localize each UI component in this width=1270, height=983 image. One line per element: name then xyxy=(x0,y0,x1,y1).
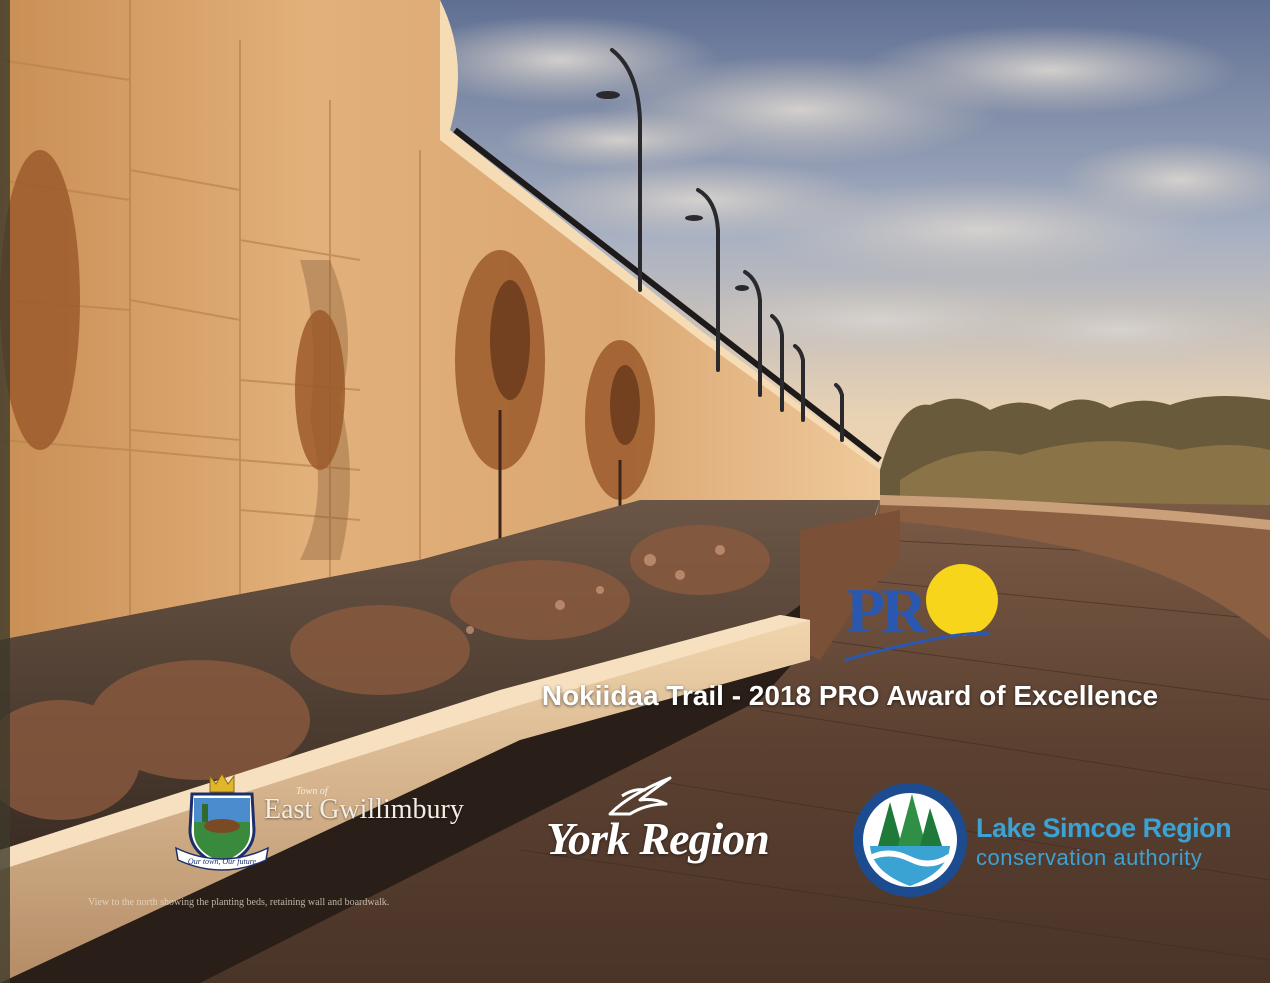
lake-simcoe-subtitle: conservation authority xyxy=(976,845,1203,870)
pro-logo xyxy=(840,560,1010,670)
pro-logo-letters: PR xyxy=(846,575,927,646)
lake-simcoe-name: Lake Simcoe Region xyxy=(976,813,1232,843)
award-title: Nokiidaa Trail - 2018 PRO Award of Excel… xyxy=(541,680,1159,711)
york-region-logo xyxy=(600,774,680,824)
east-gwillimbury-motto: Our town, Our future xyxy=(187,857,257,866)
east-gwillimbury-town-of: Town of xyxy=(296,786,328,797)
photo-caption: View to the north showing the planting b… xyxy=(88,897,390,908)
lake-simcoe-emblem-icon xyxy=(853,783,967,897)
town-crest-icon xyxy=(175,773,269,871)
york-region-name: York Region xyxy=(546,813,770,864)
lake-simcoe-logo xyxy=(850,780,970,900)
east-gwillimbury-logo xyxy=(172,770,272,880)
pro-sun-icon xyxy=(844,564,998,662)
york-region-bird-icon xyxy=(608,776,672,816)
east-gwillimbury-name: East Gwillimbury xyxy=(264,794,464,825)
